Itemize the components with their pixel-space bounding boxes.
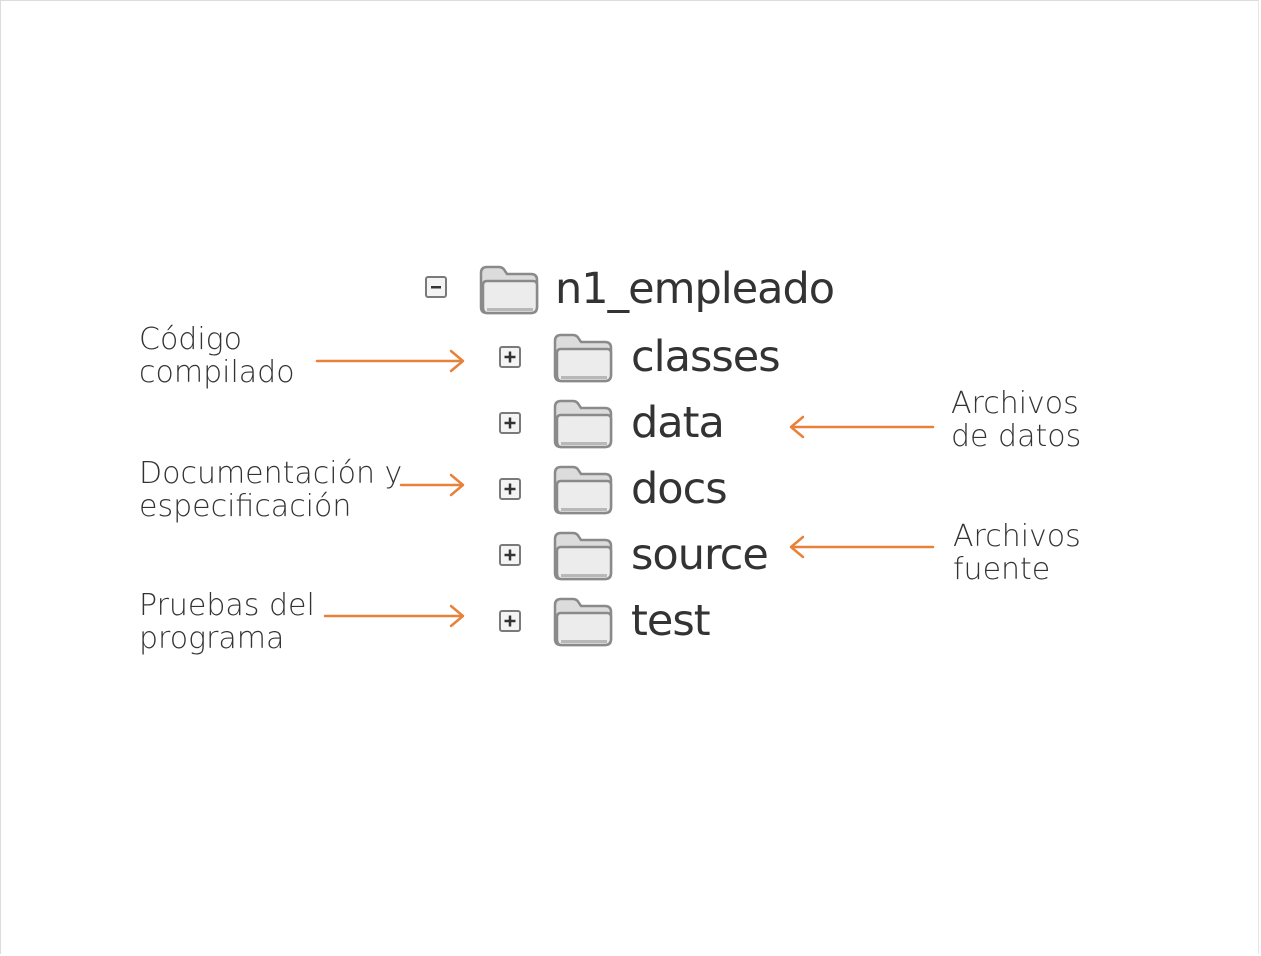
tree-item-label: source [631,530,769,580]
annotation-line: Archivos [951,386,1079,421]
annotation-test: Pruebas del programa [139,589,315,655]
plus-box-icon[interactable] [499,346,521,368]
folder-icon [553,531,613,581]
plus-box-icon[interactable] [499,478,521,500]
arrow-left-icon [789,535,935,559]
annotation-line: Archivos [953,519,1081,554]
annotation-line: Código [139,322,243,357]
arrow-right-icon [323,604,465,628]
annotation-docs: Documentación y especificación [139,457,402,523]
folder-icon [479,265,539,315]
annotation-line: especificación [139,489,352,524]
annotation-line: de datos [951,419,1082,454]
annotation-line: compilado [139,355,295,390]
plus-box-icon[interactable] [499,544,521,566]
folder-icon [553,333,613,383]
plus-box-icon[interactable] [499,610,521,632]
folder-icon [553,399,613,449]
folder-icon [553,465,613,515]
tree-item-label: docs [631,464,728,514]
annotation-line: Pruebas del [139,588,315,623]
annotation-line: Documentación y [139,456,403,491]
arrow-right-icon [399,473,465,497]
arrow-right-icon [315,349,465,373]
annotation-classes: Código compilado [139,323,295,389]
arrow-left-icon [789,415,935,439]
annotation-line: fuente [953,552,1051,587]
annotation-source: Archivos fuente [953,520,1081,586]
minus-box-icon[interactable] [425,276,447,298]
folder-icon [553,597,613,647]
tree-item-label: classes [631,332,781,382]
tree-item-label: test [631,596,711,646]
plus-box-icon[interactable] [499,412,521,434]
tree-item-label: data [631,398,725,448]
tree-root-label: n1_empleado [555,264,835,314]
annotation-line: programa [139,621,285,656]
annotation-data: Archivos de datos [951,387,1081,453]
